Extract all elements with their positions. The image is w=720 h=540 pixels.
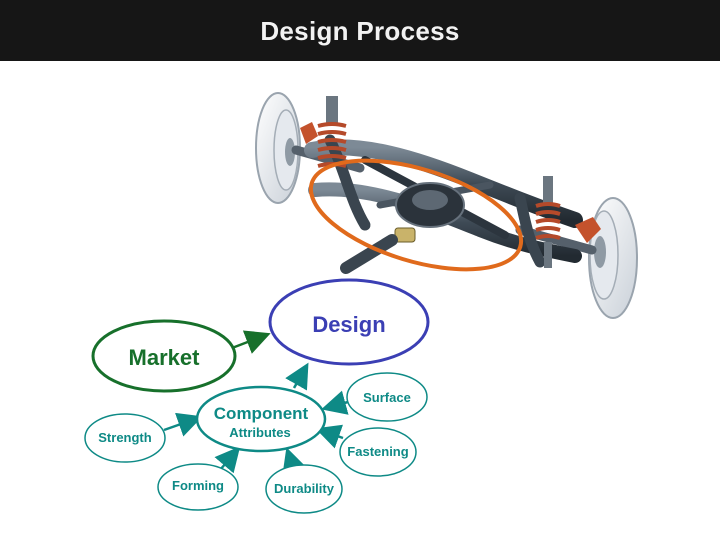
market-label: Market: [129, 345, 201, 370]
market-to-design-arrow: [231, 330, 271, 354]
durability-node: Durability: [265, 464, 343, 514]
surface-label: Surface: [363, 390, 411, 405]
design-label: Design: [312, 312, 385, 337]
design-node: Design: [268, 278, 430, 366]
forming-node: Forming: [157, 463, 239, 511]
attributes-label: Attributes: [229, 425, 290, 440]
fastening-node: Fastening: [339, 427, 417, 477]
component-attributes-node: Component Attributes: [195, 385, 327, 453]
surface-to-component-arrow: [321, 390, 349, 415]
component-to-design-arrow: [285, 362, 309, 391]
concept-diagram: Design Market Component Attributes Surfa…: [84, 278, 430, 514]
strength-label: Strength: [98, 430, 152, 445]
differential: [340, 182, 465, 274]
title-bar: Design Process: [0, 0, 720, 61]
forming-label: Forming: [172, 478, 224, 493]
slide-title: Design Process: [260, 16, 460, 46]
fastening-label: Fastening: [347, 444, 408, 459]
left-spring: [317, 96, 347, 168]
component-label: Component: [214, 404, 309, 423]
suspension-illustration: [255, 92, 638, 319]
durability-label: Durability: [274, 481, 335, 496]
highlight-ellipse: [308, 158, 524, 272]
forming-to-component-arrow: [214, 446, 241, 474]
right-spring: [535, 176, 601, 268]
surface-node: Surface: [346, 372, 428, 422]
fastening-to-component-arrow: [315, 424, 344, 449]
market-node: Market: [91, 319, 237, 393]
right-wheel: [588, 197, 638, 319]
strength-to-component-arrow: [163, 412, 203, 437]
strength-node: Strength: [84, 413, 166, 463]
